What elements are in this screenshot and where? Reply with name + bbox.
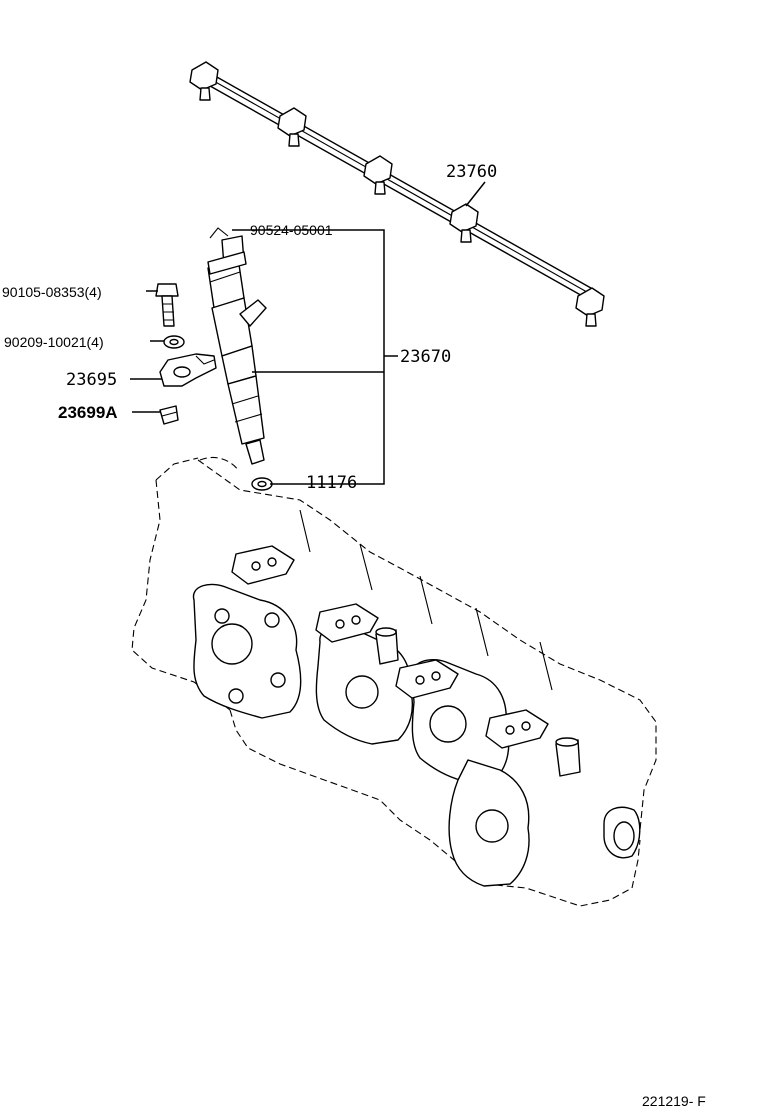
- label-gasket: 11176: [306, 473, 357, 493]
- fuel-rail[interactable]: [189, 61, 605, 327]
- rail-leader: [465, 181, 486, 207]
- bolt[interactable]: [155, 283, 179, 327]
- injector-holder[interactable]: [159, 405, 179, 425]
- label-clamp: 23695: [66, 370, 117, 390]
- label-bolt: 90105-08353(4): [2, 284, 102, 300]
- diagram-code: 221219- F: [642, 1093, 706, 1109]
- label-washer: 90209-10021(4): [4, 334, 104, 350]
- injector-gasket[interactable]: [251, 477, 273, 491]
- washer[interactable]: [163, 335, 185, 349]
- fuel-injector[interactable]: [207, 227, 267, 465]
- label-clamp-bolt-code: 90524-05001: [250, 222, 333, 238]
- label-rail: 23760: [446, 162, 497, 182]
- injector-bracket-leader: [232, 229, 398, 485]
- label-holder: 23699A: [58, 403, 118, 422]
- label-injector-assy: 23670: [400, 347, 451, 367]
- injector-clamp[interactable]: [159, 353, 217, 387]
- cylinder-head[interactable]: [131, 456, 657, 907]
